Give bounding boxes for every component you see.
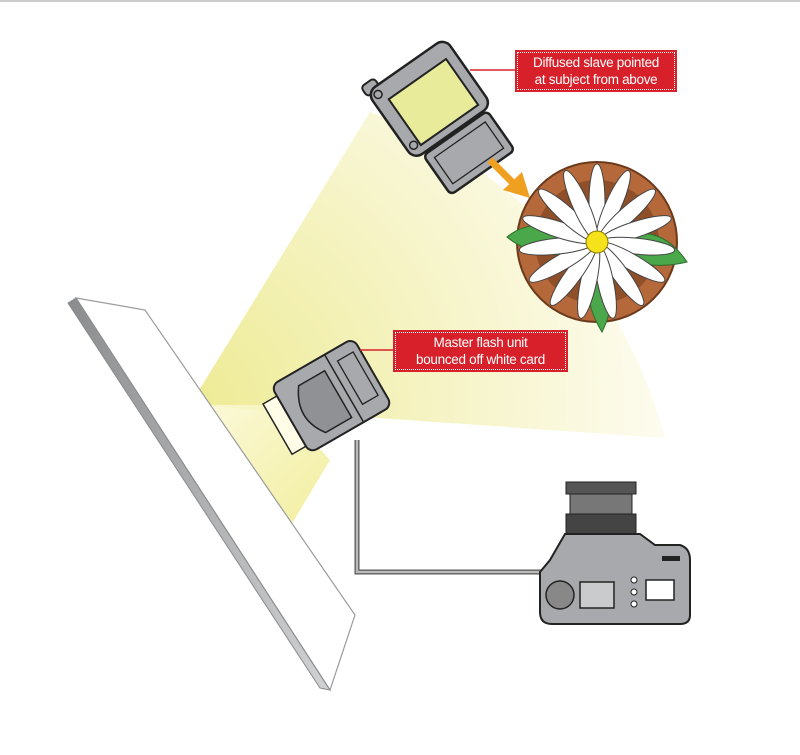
master-flash-label: Master flash unit bounced off white card [393,330,568,372]
slave-flash-label: Diffused slave pointed at subject from a… [515,50,677,92]
slave-label-line-1: Diffused slave pointed [533,55,659,70]
master-flash-icon [262,340,391,456]
camera-icon [539,481,691,625]
slave-flash-icon [361,40,515,195]
arrow-icon [487,157,530,198]
master-label-line-2: bounced off white card [416,352,545,367]
master-label-line-1: Master flash unit [433,335,528,350]
flower-icon [506,161,688,334]
white-card [67,297,356,692]
slave-label-line-2: at subject from above [534,72,658,87]
